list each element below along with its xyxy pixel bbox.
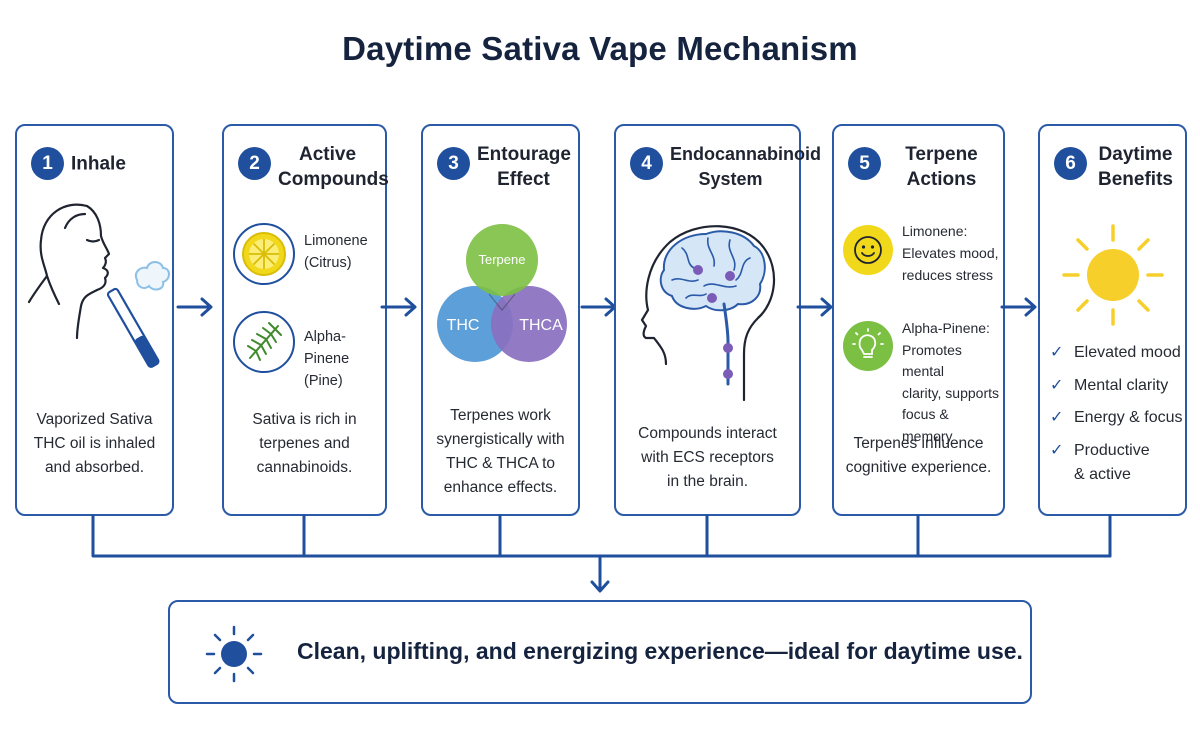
step-number-badge: 1	[31, 147, 64, 180]
step-number-badge: 3	[437, 147, 470, 180]
step-number-badge: 5	[848, 147, 881, 180]
step-header: 2 Active Compounds	[238, 142, 389, 202]
step-header: 3 Entourage Effect	[437, 142, 571, 202]
step-heading: Inhale	[71, 153, 126, 175]
summary-connector-lines	[91, 514, 1112, 593]
lightbulb-icon	[843, 321, 893, 371]
flow-arrow	[380, 297, 417, 317]
venn-circle-terpene	[466, 224, 538, 296]
compound-label: Alpha-Pinene (Pine)	[304, 329, 350, 389]
step-header: 1 Inhale	[31, 142, 164, 202]
step-card-daytime-benefits: 6 Daytime Benefits	[1038, 124, 1187, 516]
face-inhaling-vape-icon	[27, 203, 170, 368]
checkmark-icon: ✓	[1050, 442, 1064, 459]
step-description: Terpenes influence cognitive experience.	[845, 435, 992, 476]
step-header: 4 Endocannabinoid System	[630, 142, 821, 202]
venn-label-thc: THC	[447, 317, 480, 334]
step-description: Sativa is rich in terpenes and cannabino…	[252, 411, 357, 476]
step-card-terpene-actions: 5 Terpene Actions Limonene: Elevates moo…	[832, 124, 1005, 516]
page-title: Daytime Sativa Vape Mechanism	[342, 30, 858, 67]
step-header: 6 Daytime Benefits	[1054, 142, 1177, 202]
step-description: Vaporized Sativa THC oil is inhaled and …	[33, 411, 156, 476]
step-description: Compounds interact with ECS receptors in…	[638, 425, 777, 490]
step-header: 5 Terpene Actions	[848, 142, 995, 202]
checkmark-icon: ✓	[1050, 409, 1064, 426]
checkmark-icon: ✓	[1050, 377, 1064, 394]
step-card-active-compounds: 2 Active Compounds Limonene (Citrus) Alp…	[222, 124, 389, 516]
flow-arrow	[176, 297, 213, 317]
smiley-icon	[843, 225, 893, 275]
step-card-inhale: 1 Inhale Vaporized Sativa THC oil is inh…	[15, 124, 174, 516]
summary-text: Clean, uplifting, and energizing experie…	[297, 638, 1023, 664]
terpene-action-label: Alpha-Pinene: Promotes mental clarity, s…	[902, 320, 999, 444]
flow-arrow	[1000, 297, 1037, 317]
venn-label-thca: THCA	[519, 317, 563, 334]
compound-label: Limonene (Citrus)	[304, 233, 368, 271]
step-number-badge: 4	[630, 147, 663, 180]
step-card-entourage-effect: 3 Entourage Effect Terpene THC THCA Terp…	[421, 124, 580, 516]
head-brain-icon	[640, 225, 776, 402]
venn-circle-thc	[437, 286, 513, 362]
venn-circle-thca	[491, 286, 567, 362]
checkmark-icon: ✓	[1050, 344, 1064, 361]
step-heading: Endocannabinoid System	[670, 144, 821, 189]
entourage-venn-diagram: Terpene THC THCA	[437, 224, 567, 362]
step-card-endocannabinoid-system: 4 Endocannabinoid System Compounds inter…	[614, 124, 821, 516]
step-heading: Terpene Actions	[905, 144, 978, 190]
step-heading: Daytime Benefits	[1098, 144, 1173, 190]
step-number-badge: 6	[1054, 147, 1087, 180]
lemon-icon	[233, 223, 295, 285]
step-description: Terpenes work synergistically with THC &…	[436, 407, 565, 496]
terpene-action-label: Limonene: Elevates mood, reduces stress	[902, 223, 999, 283]
step-number-badge: 2	[238, 147, 271, 180]
venn-label-terpene: Terpene	[479, 252, 526, 267]
step-heading: Active Compounds	[278, 144, 389, 190]
pine-branch-icon	[233, 311, 295, 373]
summary-box: Clean, uplifting, and energizing experie…	[168, 600, 1032, 704]
sun-icon	[205, 625, 263, 683]
flow-arrow	[796, 297, 833, 317]
sun-icon	[1062, 224, 1164, 326]
step-heading: Entourage Effect	[477, 144, 571, 190]
